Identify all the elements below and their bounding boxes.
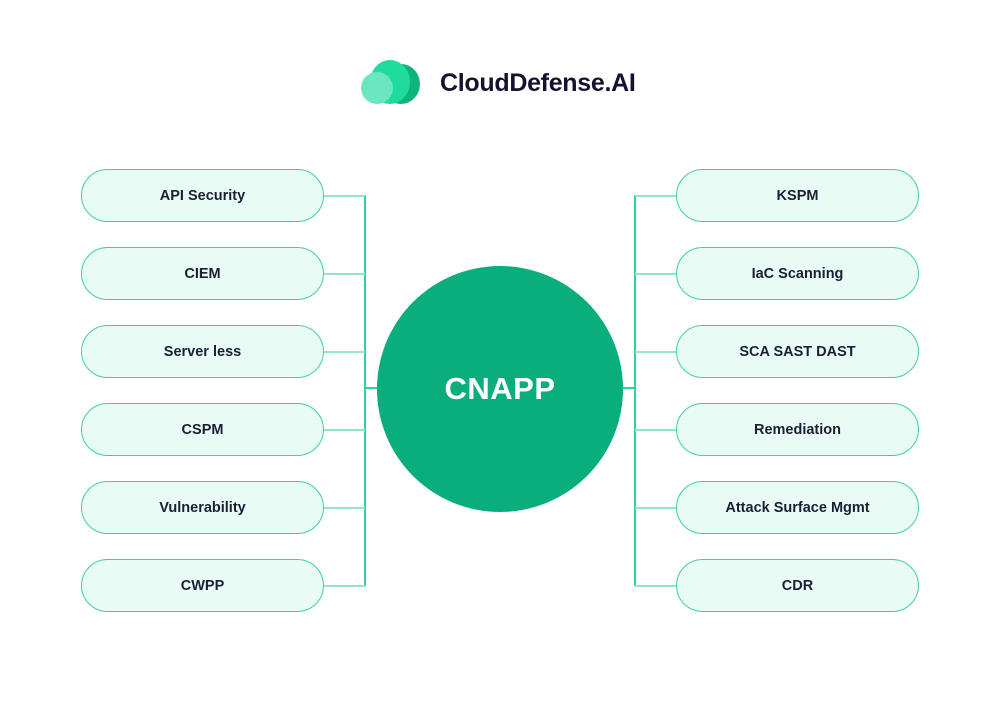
node-label: Attack Surface Mgmt <box>725 499 870 516</box>
node-label: Vulnerability <box>159 499 246 516</box>
node-cwpp: CWPP <box>81 559 324 612</box>
node-label: CWPP <box>180 577 225 594</box>
node-cdr: CDR <box>676 559 919 612</box>
node-label: Remediation <box>753 421 841 438</box>
node-ciem: CIEM <box>81 247 324 300</box>
node-label: CDR <box>781 577 814 594</box>
node-serverless: Server less <box>81 325 324 378</box>
node-label: Server less <box>163 343 242 360</box>
node-label: CSPM <box>181 421 224 438</box>
hub-circle-cnapp: CNAPP <box>377 266 623 512</box>
node-attack-surface-mgmt: Attack Surface Mgmt <box>676 481 919 534</box>
node-vulnerability: Vulnerability <box>81 481 324 534</box>
hub-label: CNAPP <box>444 371 556 406</box>
node-label: CIEM <box>184 265 221 282</box>
node-iac-scanning: IaC Scanning <box>676 247 919 300</box>
logo-circle-front <box>361 72 393 104</box>
node-remediation: Remediation <box>676 403 919 456</box>
node-kspm: KSPM <box>676 169 919 222</box>
node-label: API Security <box>159 187 246 204</box>
node-label: KSPM <box>776 187 819 204</box>
node-cspm: CSPM <box>81 403 324 456</box>
brand-name: CloudDefense.AI <box>440 68 636 97</box>
cloud-circles-icon <box>360 58 422 108</box>
node-label: IaC Scanning <box>751 265 844 282</box>
node-api-security: API Security <box>81 169 324 222</box>
node-label: SCA SAST DAST <box>739 343 856 360</box>
node-sca-sast-dast: SCA SAST DAST <box>676 325 919 378</box>
brand-logo: CloudDefense.AI <box>360 58 636 108</box>
